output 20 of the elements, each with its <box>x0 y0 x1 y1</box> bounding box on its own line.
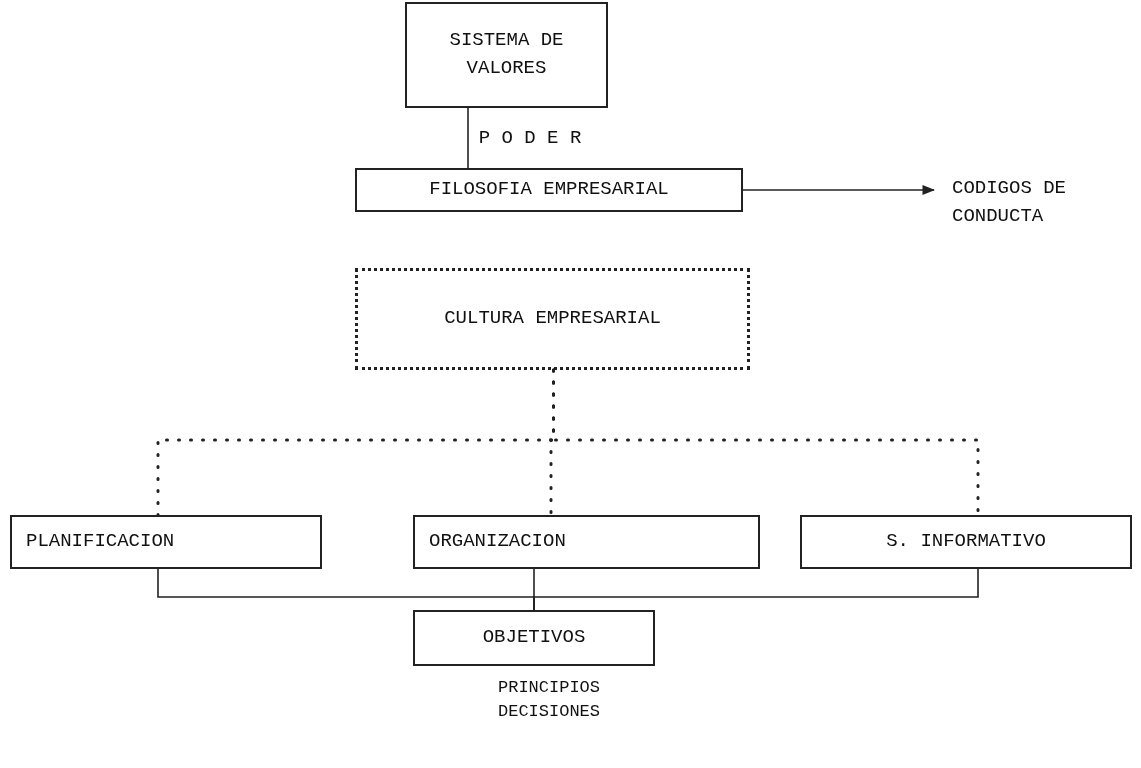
node-label: CULTURA EMPRESARIAL <box>444 306 661 332</box>
note-text: DECISIONES <box>498 700 600 723</box>
process-box <box>10 515 322 569</box>
process-box <box>800 515 1132 569</box>
connector-line <box>467 107 469 169</box>
node-label: S. INFORMATIVO <box>886 529 1046 555</box>
process-box <box>355 168 743 212</box>
node-label: OBJETIVOS <box>482 625 586 651</box>
process-box <box>413 610 655 666</box>
arrow <box>742 184 936 196</box>
dotted-box <box>355 268 750 370</box>
note-text: PRINCIPIOS <box>498 677 600 699</box>
node-label: CODIGOS DE CONDUCTA <box>952 176 1068 229</box>
node-label: PLANIFICACION <box>26 529 175 555</box>
node-label: FILOSOFIA EMPRESARIAL <box>429 177 669 203</box>
node-label: SISTEMA DE VALORES <box>448 28 565 81</box>
process-box <box>413 515 760 569</box>
connector-line <box>533 568 979 611</box>
node-label: ORGANIZACION <box>429 529 566 555</box>
process-box <box>405 2 608 108</box>
